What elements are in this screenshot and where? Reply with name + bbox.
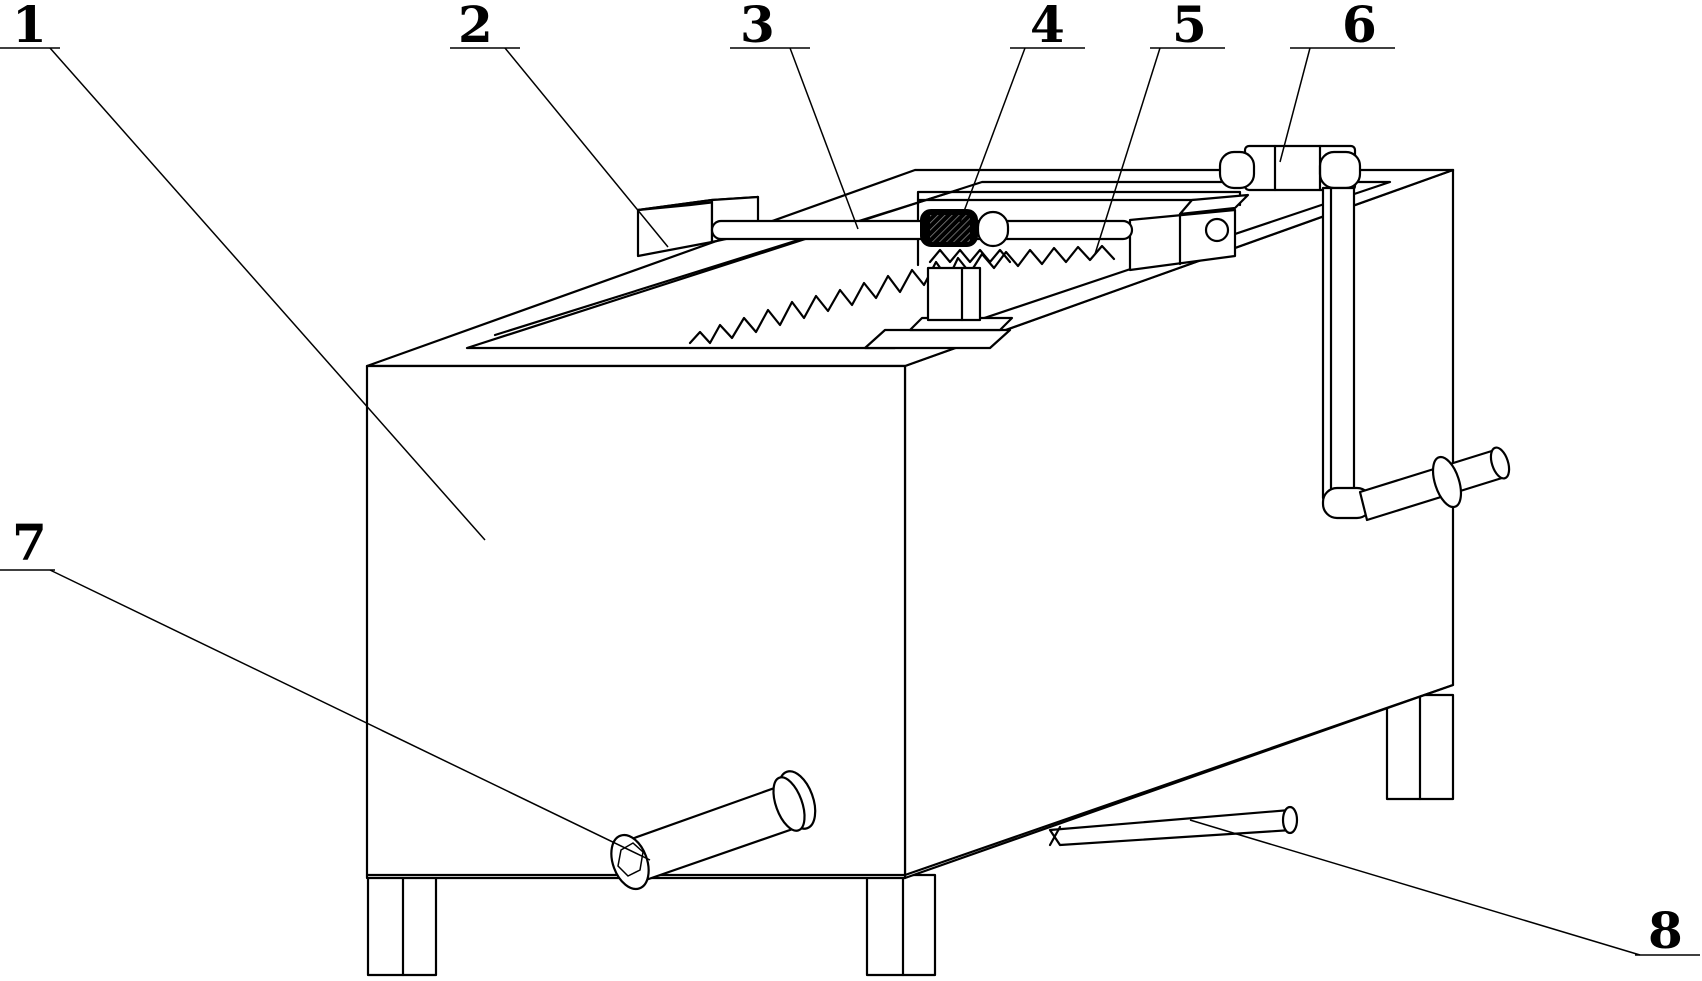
label-6: 6 bbox=[1342, 0, 1377, 54]
label-4: 4 bbox=[1030, 0, 1065, 54]
label-2: 2 bbox=[458, 0, 493, 54]
label-3: 3 bbox=[740, 0, 775, 54]
label-5: 5 bbox=[1172, 0, 1207, 54]
label-7: 7 bbox=[12, 513, 47, 572]
slider-plate bbox=[863, 328, 1012, 350]
leader-lines bbox=[0, 47, 1700, 956]
drain-pipe bbox=[1048, 805, 1299, 847]
front-inlet-pipe bbox=[610, 770, 817, 891]
label-8: 8 bbox=[1648, 901, 1683, 960]
leg-front-right bbox=[865, 873, 937, 977]
part-labels: 1 2 3 4 5 6 7 8 bbox=[12, 0, 1683, 960]
label-1: 1 bbox=[12, 0, 47, 54]
pump-assembly bbox=[1218, 144, 1511, 522]
downpipe bbox=[1321, 186, 1356, 500]
tank-front-face bbox=[365, 364, 907, 880]
tank-body bbox=[365, 168, 1455, 880]
rack-teeth bbox=[688, 244, 1116, 345]
support-legs bbox=[366, 693, 1455, 977]
gear-post bbox=[926, 266, 982, 322]
internal-mechanism bbox=[636, 190, 1250, 350]
